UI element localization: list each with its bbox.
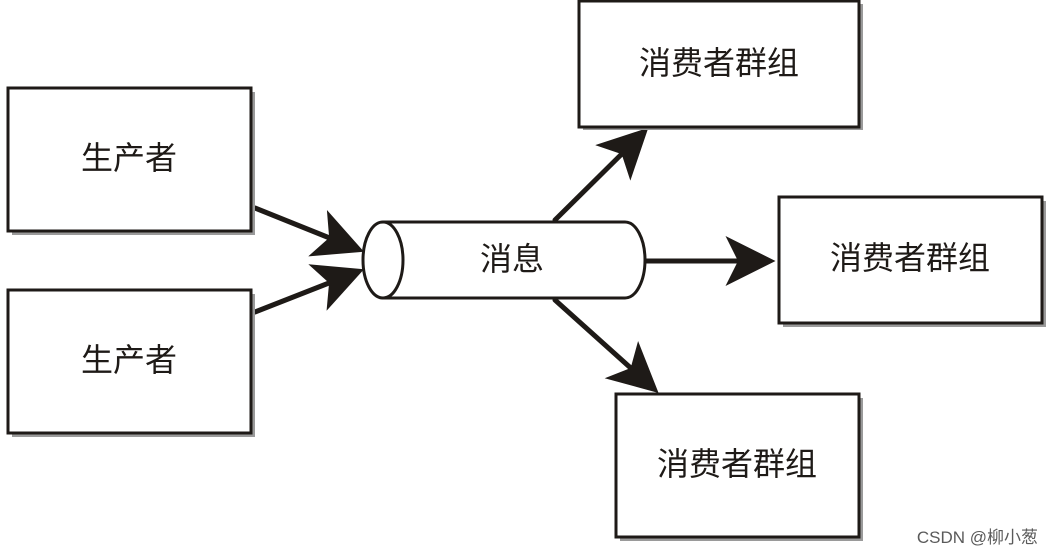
producer-label-2: 生产者: [81, 341, 177, 379]
message-topic-cylinder: 消息: [361, 220, 647, 300]
message-label: 消息: [480, 240, 544, 278]
arrow-message-to-consumer-group-3: [552, 297, 659, 394]
arrow-message-to-consumer-group-1: [552, 127, 649, 223]
arrow-producer-1-to-message: [252, 205, 364, 257]
consumer-group-box-1: 消费者群组: [577, 0, 863, 130]
consumer-group-label-2: 消费者群组: [830, 239, 990, 277]
consumer-group-box-2: 消费者群组: [777, 195, 1046, 327]
cylinder-end-cap: [361, 220, 405, 300]
consumer-group-label-1: 消费者群组: [639, 44, 799, 82]
consumer-group-label-3: 消费者群组: [657, 445, 817, 483]
consumer-group-box-3: 消费者群组: [614, 392, 863, 541]
producer-box-2: 生产者: [6, 288, 255, 437]
csdn-watermark: CSDN @柳小葱: [916, 528, 1038, 547]
producer-box-1: 生产者: [6, 86, 255, 235]
producer-label-1: 生产者: [81, 139, 177, 177]
arrow-producer-2-to-message: [252, 264, 364, 315]
